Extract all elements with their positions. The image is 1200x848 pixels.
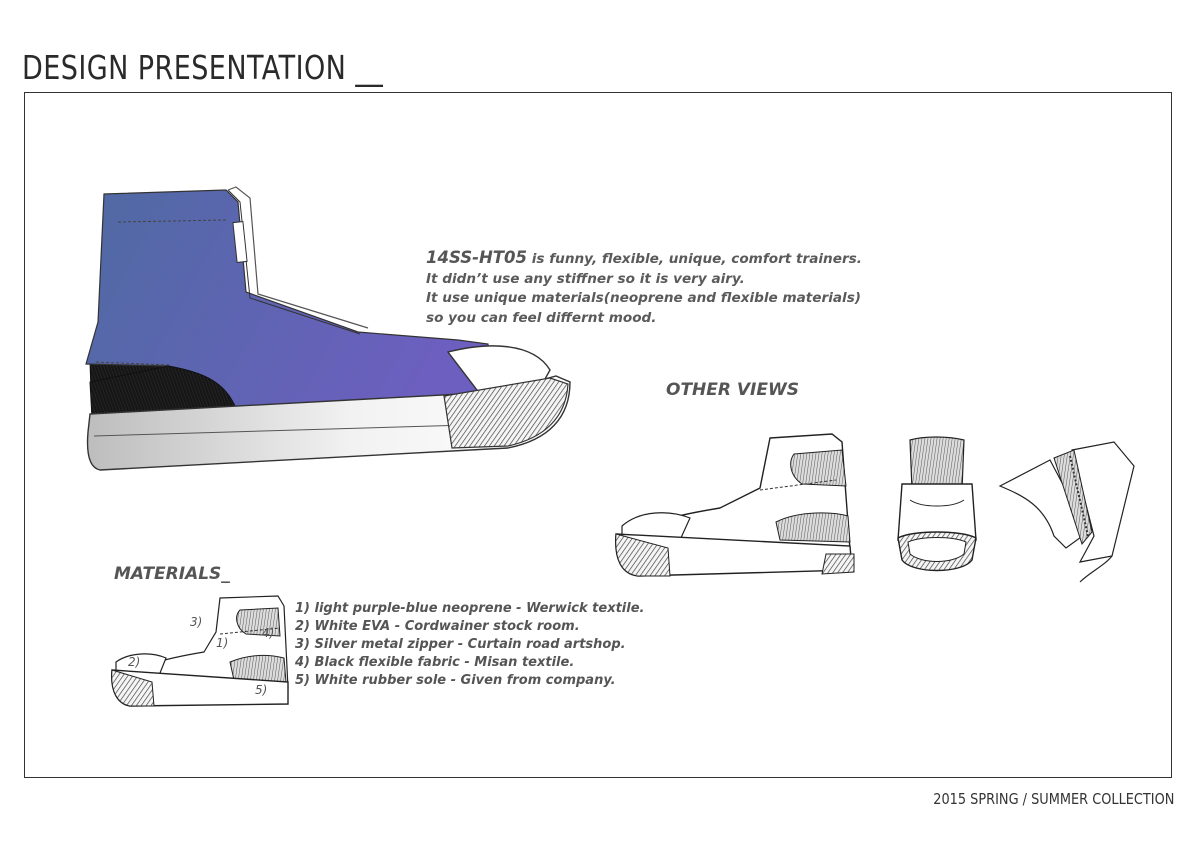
description-line-1: 14SS-HT05 is funny, flexible, unique, co… [426, 248, 862, 267]
presentation-board [24, 92, 1172, 778]
callout-2: 2) [128, 655, 141, 669]
page-title: DESIGN PRESENTATION __ [22, 48, 384, 87]
description-line-3: It use unique materials(neoprene and fle… [426, 290, 862, 306]
product-code: 14SS-HT05 [426, 248, 528, 267]
callout-3: 3) [190, 615, 203, 629]
material-item-5: 5) White rubber sole - Given from compan… [295, 673, 616, 688]
description-line-2: It didn’t use any stiffner so it is very… [426, 270, 745, 287]
product-description: 14SS-HT05 is funny, flexible, unique, co… [426, 248, 896, 328]
back-view-illustration [897, 436, 977, 572]
materials-list: 1) light purple-blue neoprene - Werwick … [295, 600, 644, 690]
material-item-1: 1) light purple-blue neoprene - Werwick … [295, 601, 645, 616]
callout-5: 5) [255, 683, 268, 697]
callout-1: 1) [216, 636, 229, 650]
collection-footer: 2015 SPRING / SUMMER COLLECTION [932, 790, 1174, 808]
description-line-4: so you can feel differnt mood. [426, 309, 657, 326]
main-shoe-illustration [85, 186, 571, 471]
materials-diagram-illustration [111, 595, 289, 707]
materials-heading: MATERIALS_ [114, 564, 230, 584]
other-views-heading: OTHER VIEWS [666, 380, 799, 400]
material-item-2: 2) White EVA - Cordwainer stock room. [295, 619, 580, 634]
material-item-3: 3) Silver metal zipper - Curtain road ar… [295, 637, 626, 652]
material-item-4: 4) Black flexible fabric - Misan textile… [295, 655, 575, 670]
callout-4: 4) [262, 626, 275, 640]
upper-pattern-illustration [998, 441, 1135, 583]
side-view-illustration [615, 433, 855, 577]
